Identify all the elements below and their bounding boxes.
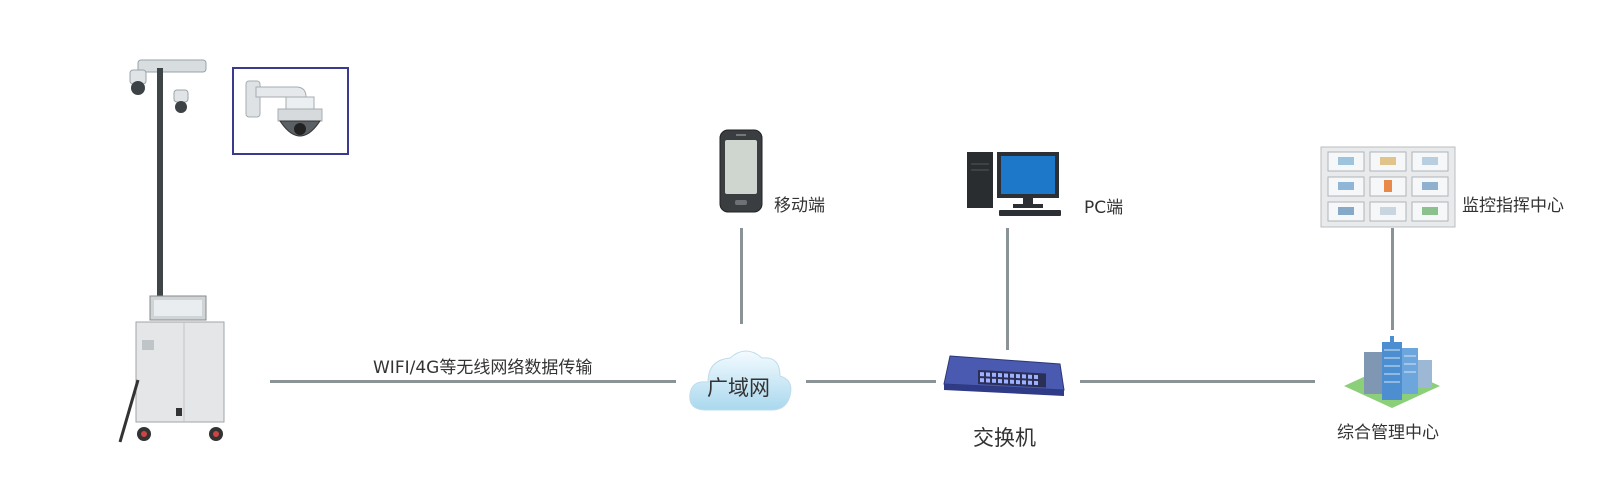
pc-icon: [965, 150, 1065, 220]
line-monitor-to-center: [1391, 228, 1394, 330]
mobile-label: 移动端: [774, 196, 825, 216]
cloud-label: 广域网: [707, 376, 770, 400]
mobile-phone-icon: [718, 128, 764, 214]
video-wall-icon: [1320, 146, 1456, 228]
cloud-icon: [684, 340, 796, 422]
network-switch-icon: [940, 354, 1066, 400]
pc-label: PC端: [1084, 198, 1124, 218]
wireless-link-label: WIFI/4G等无线网络数据传输: [373, 358, 593, 378]
management-buildings-icon: [1340, 334, 1444, 410]
switch-label: 交换机: [973, 426, 1036, 450]
ptz-camera-icon: [232, 67, 349, 155]
line-pc-to-switch: [1006, 228, 1009, 350]
mobile-camera-trailer-icon: [112, 50, 262, 460]
line-trailer-to-cloud: [270, 380, 676, 383]
line-switch-to-center: [1080, 380, 1315, 383]
line-cloud-to-switch: [806, 380, 936, 383]
management-center-label: 综合管理中心: [1337, 423, 1439, 443]
monitor-center-label: 监控指挥中心: [1462, 196, 1564, 216]
line-mobile-to-cloud: [740, 228, 743, 324]
